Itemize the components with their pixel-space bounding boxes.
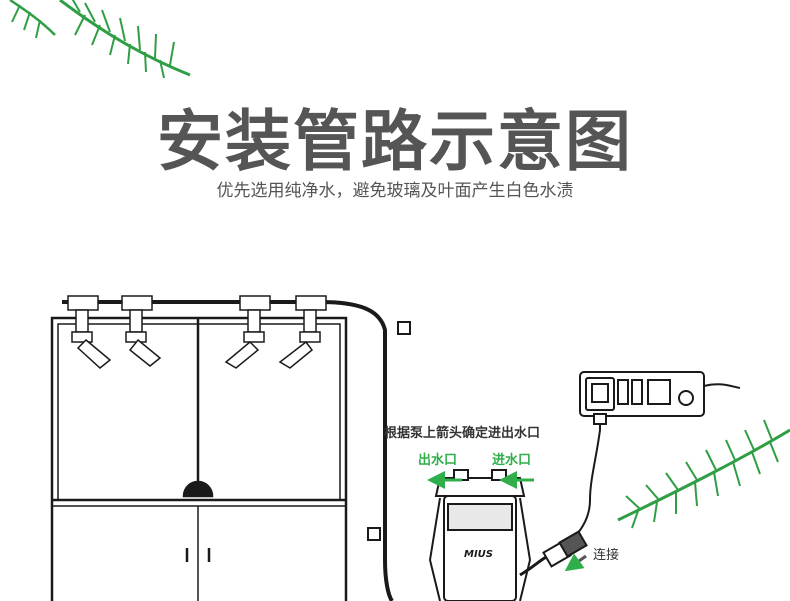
leaf-decoration-top <box>9 0 191 79</box>
pump <box>428 469 532 601</box>
connect-label: 连接 <box>593 547 619 563</box>
pump-brand: MIUS <box>464 549 493 560</box>
cabinet <box>50 316 348 601</box>
page-title: 安装管路示意图 <box>157 103 633 180</box>
connect-arrow-icon <box>564 553 587 572</box>
nozzle-group <box>67 295 327 369</box>
outlet-label: 出水口 <box>418 452 457 468</box>
nozzle-1 <box>67 295 112 369</box>
power-strip <box>569 371 741 541</box>
nozzle-4 <box>278 295 327 369</box>
cable-connector <box>519 530 588 577</box>
leaf-decoration-right <box>617 419 790 529</box>
nozzle-3 <box>224 295 271 369</box>
nozzle-2 <box>121 295 162 367</box>
pump-note: 根据泵上箭头确定进出水口 <box>384 425 540 441</box>
inlet-label: 进水口 <box>492 452 531 468</box>
water-pipe <box>62 300 411 601</box>
page-subtitle: 优先选用纯净水，避免玻璃及叶面产生白色水渍 <box>216 181 574 201</box>
